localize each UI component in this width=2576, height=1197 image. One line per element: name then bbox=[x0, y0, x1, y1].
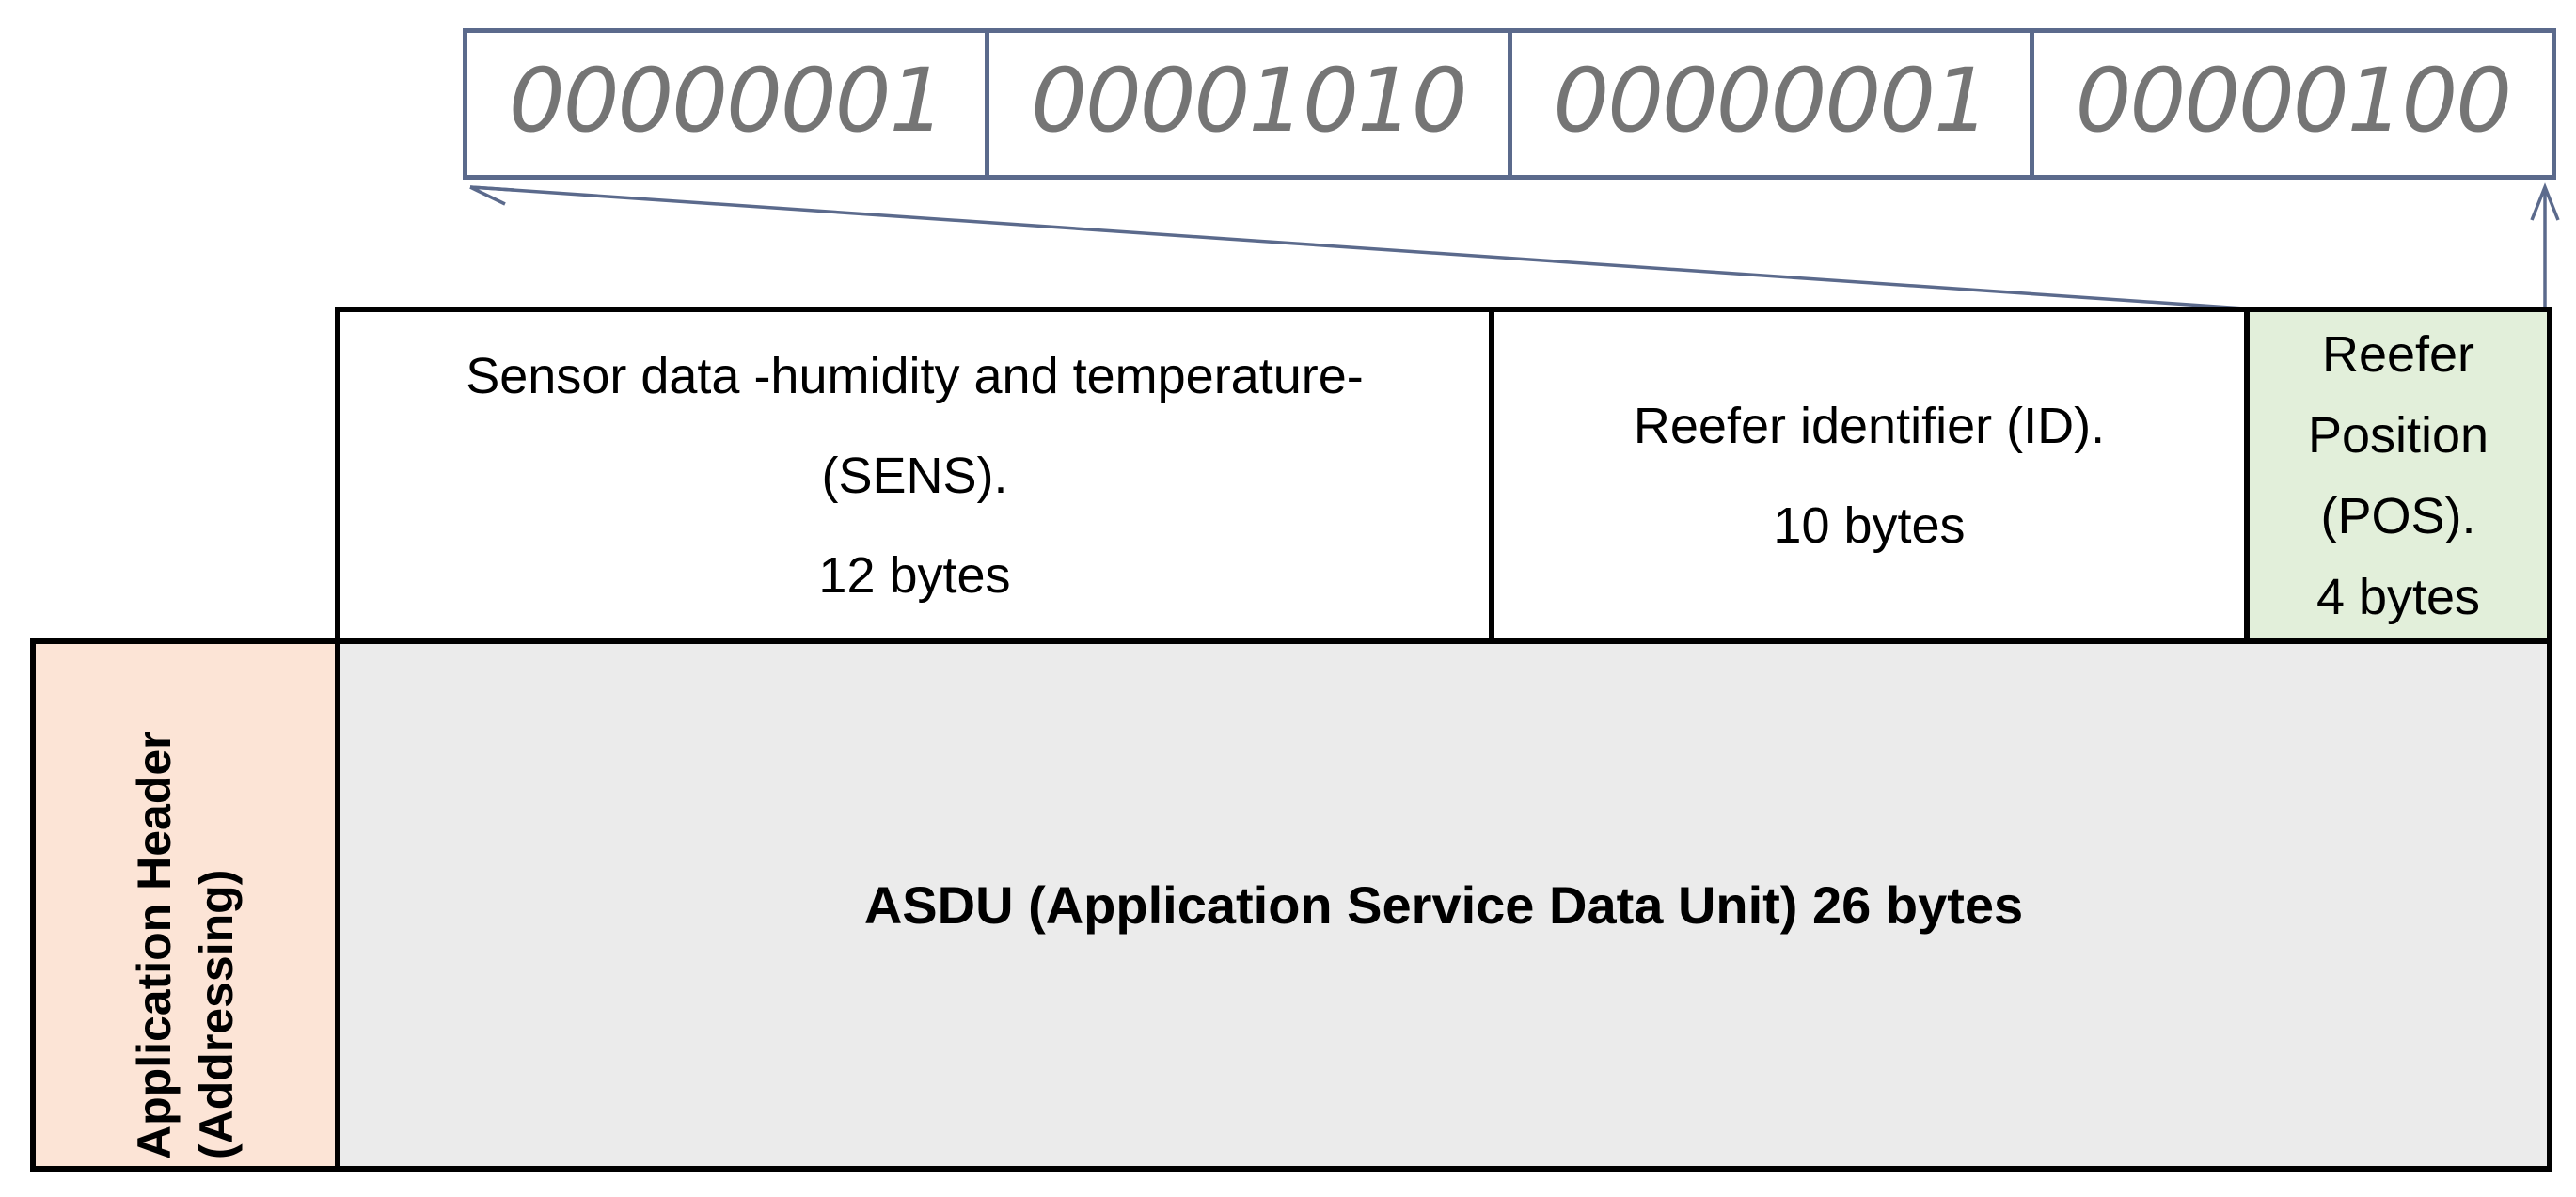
application-header-line-2: (Addressing) bbox=[190, 869, 243, 1159]
reefer-position-line-3: (POS). bbox=[2320, 487, 2476, 544]
binary-byte-value-2: 00001010 bbox=[1031, 50, 1467, 152]
callout-arrowhead-right bbox=[2530, 182, 2560, 221]
binary-byte-value-3: 00000001 bbox=[1553, 50, 1989, 152]
reefer-position-line-1: Reefer bbox=[2321, 325, 2475, 383]
reefer-identifier-line-1: Reefer identifier (ID). bbox=[1633, 397, 2106, 454]
sensor-data-field-cell: Sensor data -humidity and temperature- (… bbox=[335, 307, 1494, 644]
binary-byte-cell-4: 00000100 bbox=[2029, 33, 2552, 175]
sensor-data-line-3: 12 bytes bbox=[818, 546, 1011, 604]
reefer-position-field-cell: Reefer Position (POS). 4 bytes bbox=[2244, 307, 2552, 644]
reefer-identifier-line-2: 10 bytes bbox=[1773, 496, 1966, 554]
reefer-position-line-4: 4 bytes bbox=[2315, 568, 2481, 625]
binary-byte-value-1: 00000001 bbox=[508, 50, 945, 152]
binary-expansion-box: 00000001 00001010 00000001 00000100 bbox=[463, 28, 2556, 180]
callout-arrowhead-left bbox=[469, 185, 514, 206]
sensor-data-line-1: Sensor data -humidity and temperature- bbox=[466, 347, 1364, 404]
binary-byte-cell-1: 00000001 bbox=[467, 33, 985, 175]
binary-byte-cell-3: 00000001 bbox=[1507, 33, 2030, 175]
application-header-rotated-text: Application Header (Addressing) bbox=[123, 652, 247, 1159]
callout-line-left bbox=[469, 185, 2245, 310]
reefer-position-line-2: Position bbox=[2307, 406, 2489, 464]
asdu-label: ASDU (Application Service Data Unit) 26 … bbox=[863, 875, 2024, 935]
sensor-data-line-2: (SENS). bbox=[821, 447, 1008, 504]
application-header-cell: Application Header (Addressing) bbox=[30, 638, 340, 1172]
reefer-identifier-field-cell: Reefer identifier (ID). 10 bytes bbox=[1489, 307, 2250, 644]
asdu-cell: ASDU (Application Service Data Unit) 26 … bbox=[335, 638, 2552, 1172]
binary-byte-cell-2: 00001010 bbox=[985, 33, 1507, 175]
binary-byte-value-4: 00000100 bbox=[2075, 50, 2512, 152]
application-header-line-1: Application Header bbox=[128, 730, 181, 1159]
